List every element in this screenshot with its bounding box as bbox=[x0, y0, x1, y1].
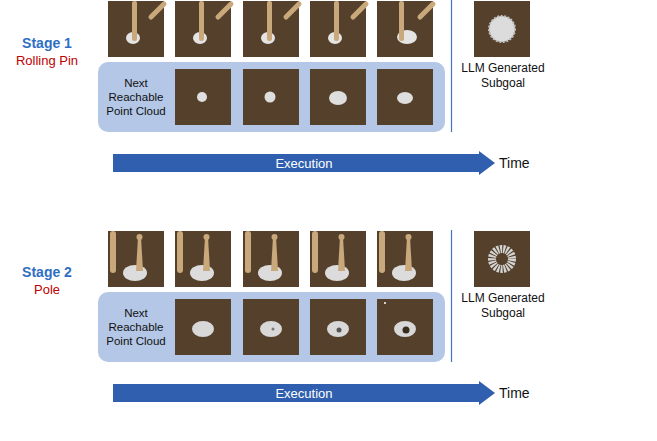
tool-label: Rolling Pin bbox=[2, 53, 92, 69]
point-cloud-frames bbox=[310, 69, 366, 125]
point-cloud-frames bbox=[243, 69, 299, 125]
band-label: Next Reachable Point Cloud bbox=[101, 306, 171, 348]
subgoal-image bbox=[474, 1, 530, 57]
pole-frames bbox=[310, 231, 366, 287]
time-arrow: Execution bbox=[113, 151, 495, 175]
point-cloud-frames bbox=[384, 302, 386, 304]
axis-label: Time bbox=[499, 155, 549, 172]
point-cloud-frames bbox=[175, 299, 231, 355]
point-cloud-frames bbox=[377, 299, 433, 355]
subgoal-label: LLM Generated Subgoal bbox=[452, 61, 554, 91]
tool-label: Pole bbox=[2, 282, 92, 298]
point-cloud-frames bbox=[403, 327, 410, 334]
point-cloud-frames bbox=[329, 91, 347, 105]
rolling-pin-frames bbox=[310, 1, 366, 57]
arrow-shape bbox=[113, 381, 495, 405]
arrow-label: Execution bbox=[275, 386, 332, 401]
pole-frames bbox=[243, 231, 299, 287]
point-cloud-frames bbox=[327, 321, 349, 337]
point-cloud-frames bbox=[310, 299, 366, 355]
rolling-pin-frames bbox=[243, 1, 299, 57]
point-cloud-frames bbox=[337, 328, 342, 333]
pole-frames bbox=[377, 231, 433, 287]
subgoal-image bbox=[474, 231, 530, 287]
point-cloud-band: Next Reachable Point Cloud bbox=[98, 292, 445, 362]
point-cloud-frames bbox=[272, 328, 275, 331]
subgoal-image bbox=[489, 16, 515, 42]
point-cloud-frames bbox=[243, 69, 299, 125]
point-cloud-frames bbox=[377, 69, 433, 125]
subgoal-image bbox=[474, 1, 530, 57]
point-cloud-frames bbox=[243, 299, 299, 355]
rolling-pin-frames bbox=[108, 1, 433, 57]
pole-frames bbox=[108, 231, 433, 287]
axis-label: Time bbox=[499, 385, 549, 402]
point-cloud-frames bbox=[175, 299, 231, 355]
point-cloud-frames bbox=[197, 92, 207, 102]
band-text-box: Next Reachable Point Cloud bbox=[101, 62, 171, 132]
subgoal-image bbox=[492, 249, 512, 269]
pole-frames bbox=[108, 231, 164, 287]
point-cloud-frames bbox=[175, 69, 231, 125]
time-arrow: Execution bbox=[113, 381, 495, 405]
point-cloud-band: Next Reachable Point Cloud bbox=[98, 62, 445, 132]
separator-line bbox=[451, 230, 452, 362]
rolling-pin-frames bbox=[175, 1, 231, 57]
stage-label: Stage 2 bbox=[2, 264, 92, 281]
point-cloud-frames bbox=[310, 299, 366, 355]
panel-fill bbox=[98, 292, 445, 362]
rolling-pin-frames bbox=[377, 1, 433, 57]
rolling-pin-frames bbox=[108, 1, 164, 57]
separator-line bbox=[451, 0, 452, 132]
point-cloud-frames bbox=[310, 69, 366, 125]
point-cloud-frames bbox=[175, 69, 433, 125]
point-cloud-frames bbox=[260, 321, 282, 337]
subgoal-label: LLM Generated Subgoal bbox=[452, 291, 554, 321]
point-cloud-frames bbox=[394, 321, 416, 337]
point-cloud-frames bbox=[265, 92, 276, 103]
band-text-box: Next Reachable Point Cloud bbox=[101, 292, 171, 362]
point-cloud-frames bbox=[377, 299, 433, 355]
separator-line bbox=[451, 0, 452, 362]
point-cloud-frames bbox=[243, 299, 299, 355]
pole-frames bbox=[175, 231, 231, 287]
panel-fill bbox=[98, 62, 445, 132]
panel-fill bbox=[98, 62, 445, 362]
arrow-shape bbox=[113, 151, 495, 175]
point-cloud-frames bbox=[175, 299, 433, 355]
point-cloud-frames bbox=[397, 92, 413, 104]
point-cloud-frames bbox=[175, 69, 231, 125]
point-cloud-frames bbox=[192, 321, 214, 337]
band-label: Next Reachable Point Cloud bbox=[101, 76, 171, 118]
subgoal-image bbox=[474, 231, 530, 287]
stage-label: Stage 1 bbox=[2, 35, 92, 52]
point-cloud-frames bbox=[377, 69, 433, 125]
arrow-label: Execution bbox=[275, 156, 332, 171]
